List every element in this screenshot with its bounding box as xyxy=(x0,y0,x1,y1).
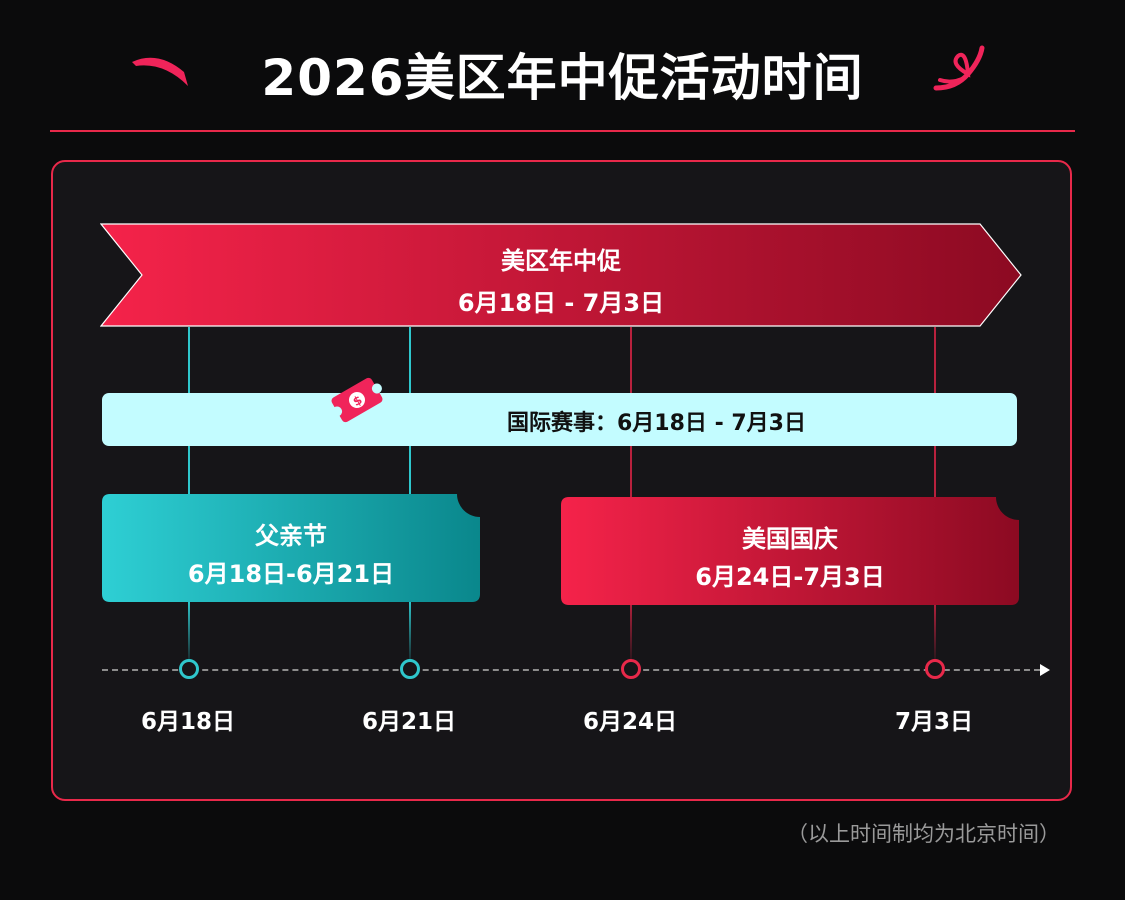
date-label: 6月18日 xyxy=(140,709,235,735)
card-dates: 6月18日-6月21日 xyxy=(187,560,395,588)
timeline-dot xyxy=(179,659,199,679)
timeline-axis xyxy=(102,669,1040,671)
timeline-dot xyxy=(400,659,420,679)
card-dates: 6月24日-7月3日 xyxy=(695,563,885,591)
card-background xyxy=(561,497,1019,605)
independence-day-card: 美国国庆 6月24日-7月3日 xyxy=(561,497,1019,605)
swoosh-left-icon xyxy=(132,57,188,86)
axis-arrow-icon xyxy=(1040,664,1050,676)
ticket-icon: $ xyxy=(331,377,383,423)
global-event-label: 国际赛事：6月18日 - 7月3日 xyxy=(507,411,806,436)
main-event-name: 美区年中促 xyxy=(501,247,621,275)
timeline-dot xyxy=(621,659,641,679)
page-title: 2026美区年中促活动时间 xyxy=(261,49,864,107)
main-event-banner xyxy=(100,223,1022,327)
global-event-bar: 国际赛事：6月18日 - 7月3日 xyxy=(102,393,1017,446)
date-label: 7月3日 xyxy=(894,709,973,735)
fathers-day-card: 父亲节 6月18日-6月21日 xyxy=(102,494,480,602)
ribbon-right-icon xyxy=(933,45,985,91)
timezone-footnote: （以上时间制均为北京时间） xyxy=(787,822,1060,846)
card-name: 父亲节 xyxy=(255,522,327,550)
card-name: 美国国庆 xyxy=(742,525,838,553)
card-background xyxy=(102,494,480,602)
date-label: 6月24日 xyxy=(582,709,677,735)
main-event-dates: 6月18日 - 7月3日 xyxy=(457,289,665,317)
date-label: 6月21日 xyxy=(361,709,456,735)
title-divider xyxy=(50,130,1075,132)
timeline-dot xyxy=(925,659,945,679)
